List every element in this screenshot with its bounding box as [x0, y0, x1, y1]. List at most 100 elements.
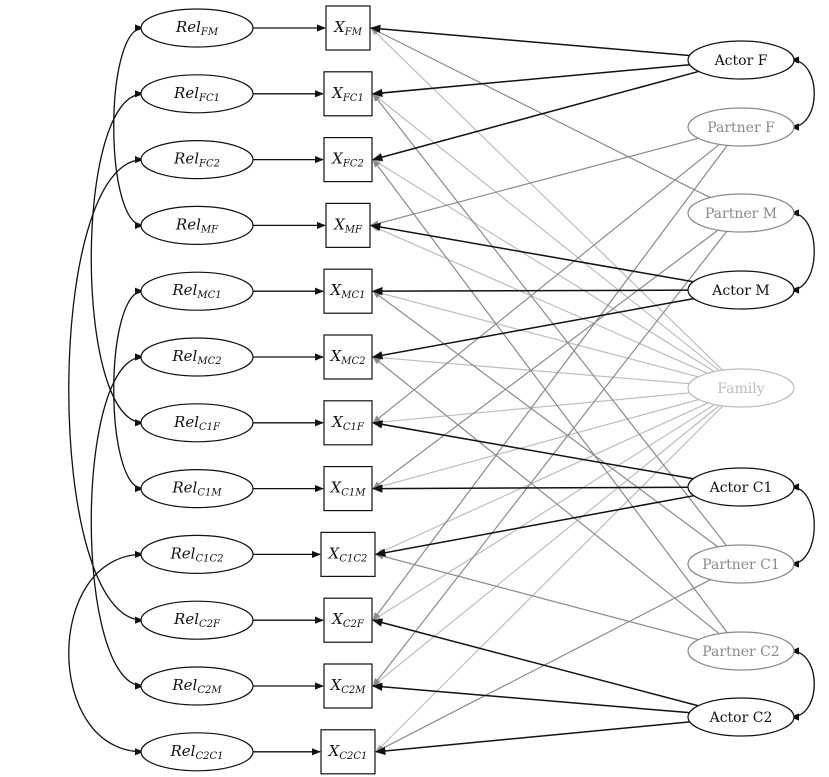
node-rel-c2f: RelC2F — [140, 600, 254, 640]
family-effect-arrow — [370, 224, 708, 374]
partner-effect-arrow — [372, 356, 720, 635]
observed-label-base: X — [330, 479, 343, 497]
observed-label-subscript: C2M — [341, 685, 366, 696]
relationship-label-subscript: MC2 — [196, 356, 221, 367]
observed-box — [323, 400, 373, 446]
relationship-covariance-arc — [90, 90, 144, 427]
relationship-covariance-arc — [113, 287, 144, 493]
relationship-label-subscript: C2C1 — [195, 750, 223, 761]
relationship-label-base: Rel — [171, 479, 197, 497]
relationship-label: RelMF — [175, 215, 219, 235]
actor-effect-arrow — [374, 721, 690, 756]
node-x-fm: XFM — [325, 5, 371, 51]
partner-effect-arrow — [372, 158, 728, 634]
effect-label: Partner C2 — [702, 644, 780, 660]
observed-label: XC2M — [330, 676, 367, 696]
relationship-label-base: Rel — [171, 281, 197, 299]
node-rel-c1m: RelC1M — [140, 469, 254, 509]
relationship-label-base: Rel — [173, 84, 199, 102]
relationship-label: RelC2F — [173, 610, 221, 630]
effect-ellipse — [687, 544, 795, 584]
edges-layer — [68, 24, 815, 756]
observed-label: XMC2 — [330, 347, 366, 367]
observed-label-subscript: C2C1 — [339, 750, 367, 761]
observed-box — [323, 334, 373, 380]
node-x-c2m: XC2M — [323, 663, 373, 709]
node-x-mf: XMF — [325, 202, 371, 248]
relationship-label-base: Rel — [173, 150, 199, 168]
observed-box — [323, 71, 373, 117]
partner-effect-arrow — [372, 143, 720, 424]
observed-label-base: X — [331, 413, 344, 431]
partner-effect-arrow — [372, 93, 728, 547]
observed-label-base: X — [328, 742, 341, 760]
relationship-label-base: Rel — [175, 215, 201, 233]
observed-label-subscript: C2F — [343, 619, 365, 630]
observed-box — [323, 137, 373, 183]
observed-label-subscript: C1M — [341, 487, 366, 498]
relationship-ellipse — [140, 8, 254, 48]
actor-effect-arrow — [371, 618, 699, 707]
observed-box — [320, 531, 376, 578]
relationship-label: RelC1F — [173, 413, 221, 433]
actor-effect-arrow — [369, 24, 690, 57]
observed-label-base: X — [333, 18, 346, 36]
relationship-label-base: Rel — [170, 742, 196, 760]
actor-effect-arrow — [371, 70, 699, 162]
relationship-label-subscript: C2M — [197, 685, 222, 696]
observed-label-base: X — [330, 281, 343, 299]
observed-label: XC2C1 — [328, 742, 368, 762]
node-partner-m: Partner M — [687, 193, 795, 233]
effect-label: Partner F — [707, 120, 775, 136]
effect-covariance-arc — [790, 209, 815, 294]
node-rel-mc1: RelMC1 — [140, 271, 254, 311]
node-rel-c1c2: RelC1C2 — [140, 534, 254, 575]
relationship-label: RelC2M — [171, 676, 222, 696]
node-partner-c2: Partner C2 — [687, 631, 795, 671]
relationship-label-subscript: C1F — [199, 421, 221, 432]
observed-label: XC2F — [331, 610, 365, 630]
observed-label: XFC1 — [331, 84, 364, 104]
family-effect-arrow — [375, 405, 724, 753]
relationship-label: RelC1M — [171, 479, 222, 499]
observed-label: XFM — [333, 18, 363, 38]
relationship-label: RelC1C2 — [170, 544, 224, 564]
effect-ellipse — [687, 697, 795, 737]
effect-ellipse — [687, 193, 795, 233]
relationship-label-base: Rel — [171, 676, 197, 694]
observed-box — [325, 5, 371, 51]
relationship-label-subscript: FC2 — [198, 158, 220, 169]
observed-label-base: X — [330, 676, 343, 694]
relationship-covariance-arc — [90, 353, 144, 690]
node-partner-c1: Partner C1 — [687, 544, 795, 584]
node-actor-c2: Actor C2 — [687, 697, 795, 737]
observed-box — [323, 466, 373, 512]
relationship-label-base: Rel — [173, 413, 199, 431]
relationship-ellipse — [140, 140, 254, 180]
observed-label-subscript: C1F — [343, 421, 365, 432]
effect-label: Actor M — [711, 283, 769, 299]
observed-label-subscript: FC1 — [342, 92, 364, 103]
actor-effect-arrow — [371, 682, 690, 714]
node-rel-c2m: RelC2M — [140, 666, 254, 706]
observed-label: XC1M — [330, 479, 367, 499]
observed-label: XMF — [333, 215, 363, 235]
node-x-c1f: XC1F — [323, 400, 373, 446]
observed-box — [320, 729, 376, 775]
effect-label: Partner C1 — [702, 557, 780, 573]
relationship-label-subscript: MF — [200, 224, 219, 235]
relationship-label: RelFC1 — [173, 84, 220, 104]
observed-label-subscript: MF — [344, 224, 363, 235]
relationship-label: RelFC2 — [173, 150, 220, 170]
actor-effect-arrow — [369, 222, 694, 283]
nodes-layer: RelFMRelFC1RelFC2RelMFRelMC1RelMC2RelC1F… — [140, 5, 795, 775]
family-effect-arrow — [372, 159, 715, 373]
observed-label: XMC1 — [330, 281, 366, 301]
effect-covariance-arc — [790, 56, 815, 131]
partner-effect-arrow — [372, 229, 719, 490]
relationship-label: RelMC1 — [171, 281, 221, 301]
effect-covariance-arc — [790, 483, 815, 568]
relationship-label-base: Rel — [170, 544, 196, 562]
observed-box — [323, 268, 373, 314]
effect-covariance-arc — [790, 647, 815, 721]
